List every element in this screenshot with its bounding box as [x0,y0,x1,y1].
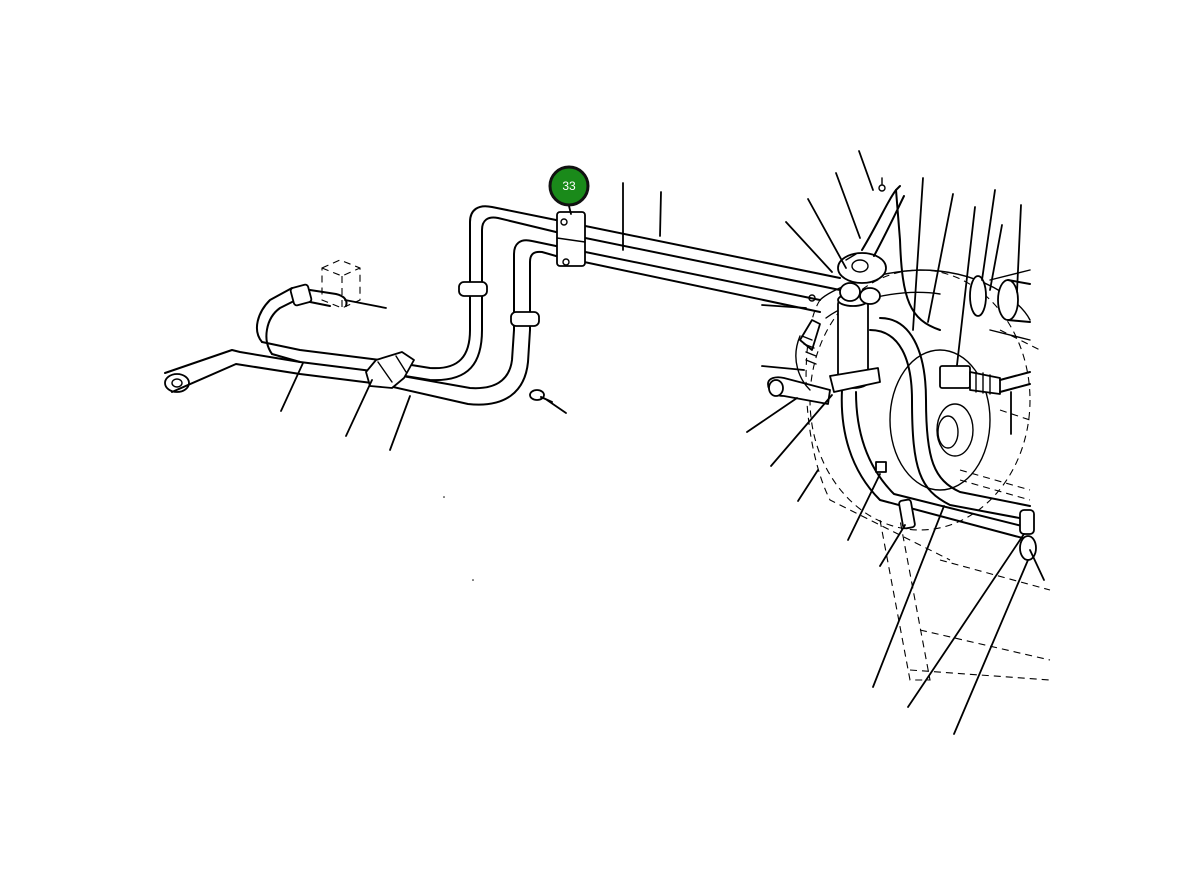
dashed-reference-block [321,259,361,309]
seal-ring-2 [997,279,1019,321]
tube-strap-clamp [365,351,415,389]
callout-33[interactable]: 33 [548,165,590,207]
tube-grommets [458,281,540,327]
grommet-right [510,311,540,327]
seal-ring-1 [969,275,987,317]
callout-33-label: 33 [562,179,576,193]
callout-33-circle[interactable] [548,165,590,207]
ring-fitting [837,252,887,284]
main-tube-run [555,219,841,313]
elbow-fitting [289,283,348,307]
connector-block [939,365,971,389]
left-tube-assembly [164,205,557,406]
leader-lines [280,150,1045,735]
hose-end-collar [1019,509,1035,535]
pump-assembly [767,177,1051,681]
grommet-left [458,281,488,297]
top-tube-clamp [556,211,586,267]
hose-clamp-lower [898,498,916,530]
